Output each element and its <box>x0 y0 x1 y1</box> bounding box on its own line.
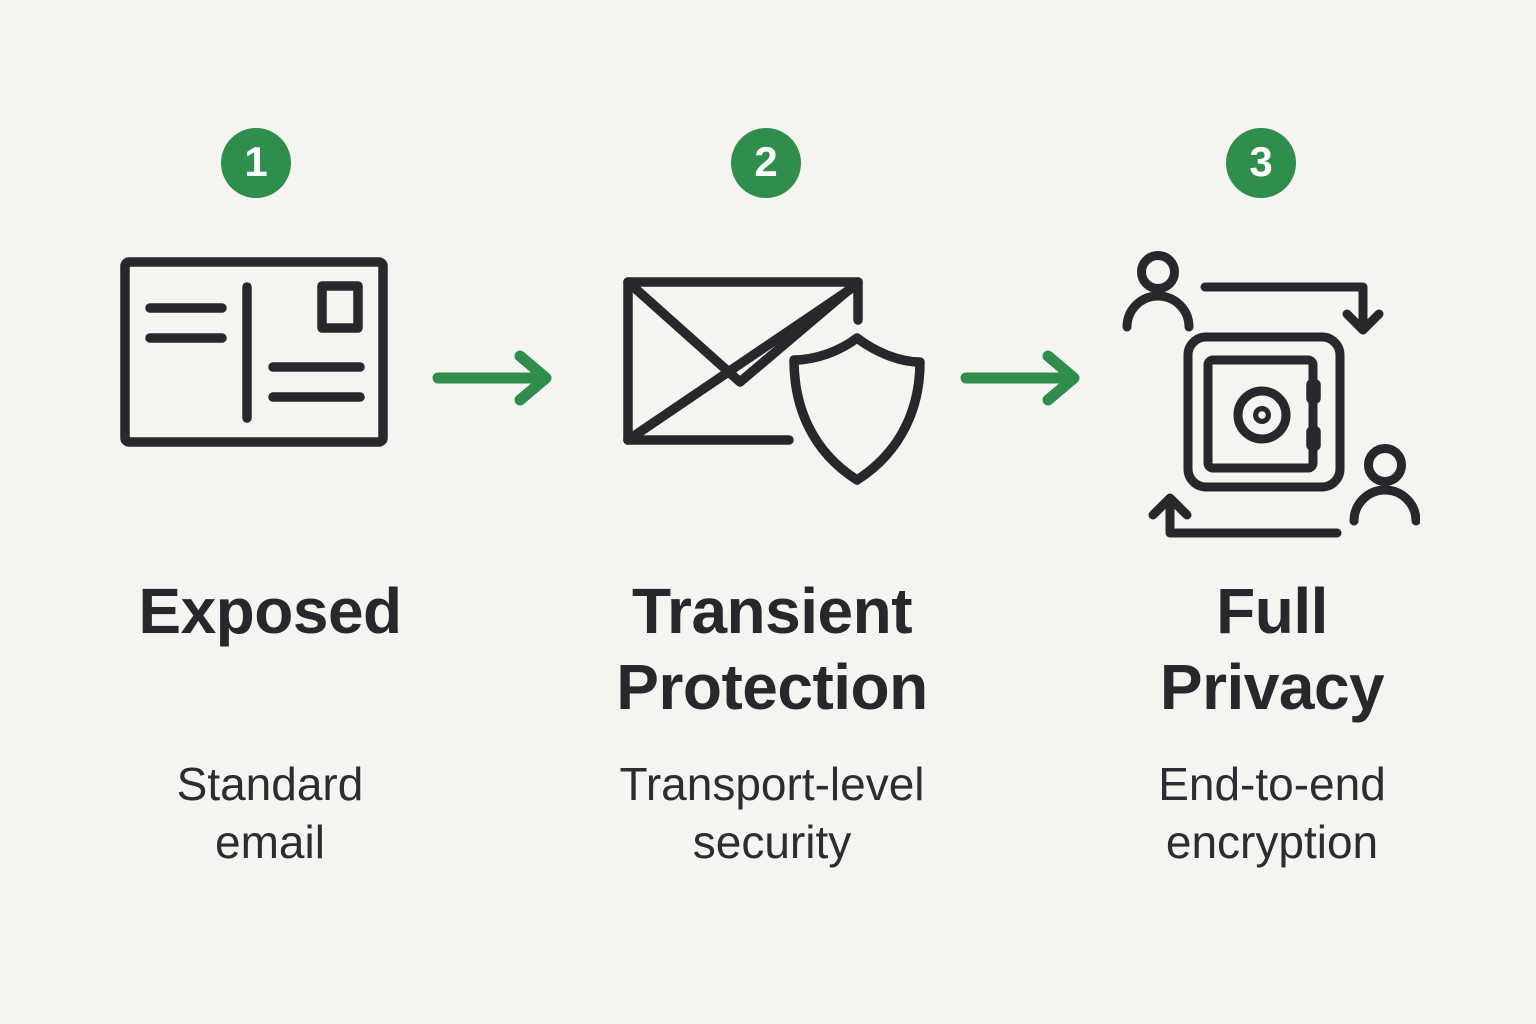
step2-title: Transient Protection <box>616 575 928 723</box>
arrow-right-icon <box>960 350 1080 406</box>
step2-number-badge: 2 <box>731 128 801 198</box>
step3-number-badge: 3 <box>1226 128 1296 198</box>
step1-subtitle: Standard email <box>176 758 364 868</box>
arrow-right-icon <box>432 350 552 406</box>
person-icon <box>1137 251 1179 293</box>
safe-icon <box>1183 332 1345 492</box>
envelope-shield-icon <box>623 277 925 485</box>
step3-subtitle: End-to-end encryption <box>1158 758 1386 868</box>
person-icon <box>1364 444 1406 486</box>
secure-exchange-icon <box>1122 251 1420 538</box>
step2-subtitle: Transport-level security <box>619 758 925 868</box>
step1-number-badge: 1 <box>221 128 291 198</box>
step3-title: Full Privacy <box>1159 575 1385 723</box>
arrow-up-icon <box>1165 495 1342 538</box>
step1-title: Exposed <box>138 575 402 647</box>
postcard-icon <box>120 257 388 447</box>
arrow-down-icon <box>1200 282 1368 335</box>
